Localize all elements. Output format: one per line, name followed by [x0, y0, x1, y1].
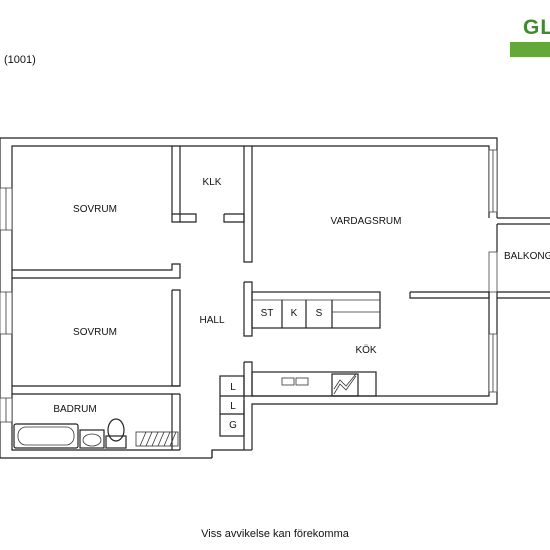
label-closet-g: G — [229, 420, 237, 431]
logo-text: GL — [523, 16, 550, 39]
kitchen-upper-cabinets — [251, 291, 381, 329]
radiator-hatching — [139, 431, 177, 447]
interior-walls — [12, 146, 490, 450]
label-vardagsrum: VARDAGSRUM — [331, 216, 402, 227]
label-sovrum-1: SOVRUM — [73, 204, 117, 215]
label-s: S — [316, 308, 323, 319]
label-hall: HALL — [199, 315, 224, 326]
logo-bar — [510, 42, 550, 57]
bathroom-fixtures — [13, 418, 179, 449]
balcony-outline — [496, 217, 550, 299]
label-badrum: BADRUM — [53, 404, 96, 415]
label-kok: KÖK — [355, 344, 376, 356]
label-balkong: BALKONG — [504, 251, 550, 262]
kitchen-counter — [251, 371, 377, 397]
label-klk: KLK — [203, 177, 222, 188]
label-closet-l2: L — [230, 401, 236, 412]
label-sovrum-2: SOVRUM — [73, 327, 117, 338]
label-st: ST — [261, 308, 274, 319]
windows-left — [0, 187, 13, 423]
label-k: K — [291, 308, 298, 319]
apartment-id: (1001) — [4, 54, 36, 66]
label-closet-l1: L — [230, 382, 236, 393]
disclaimer-text: Viss avvikelse kan förekomma — [201, 528, 349, 540]
windows-right — [488, 149, 498, 393]
